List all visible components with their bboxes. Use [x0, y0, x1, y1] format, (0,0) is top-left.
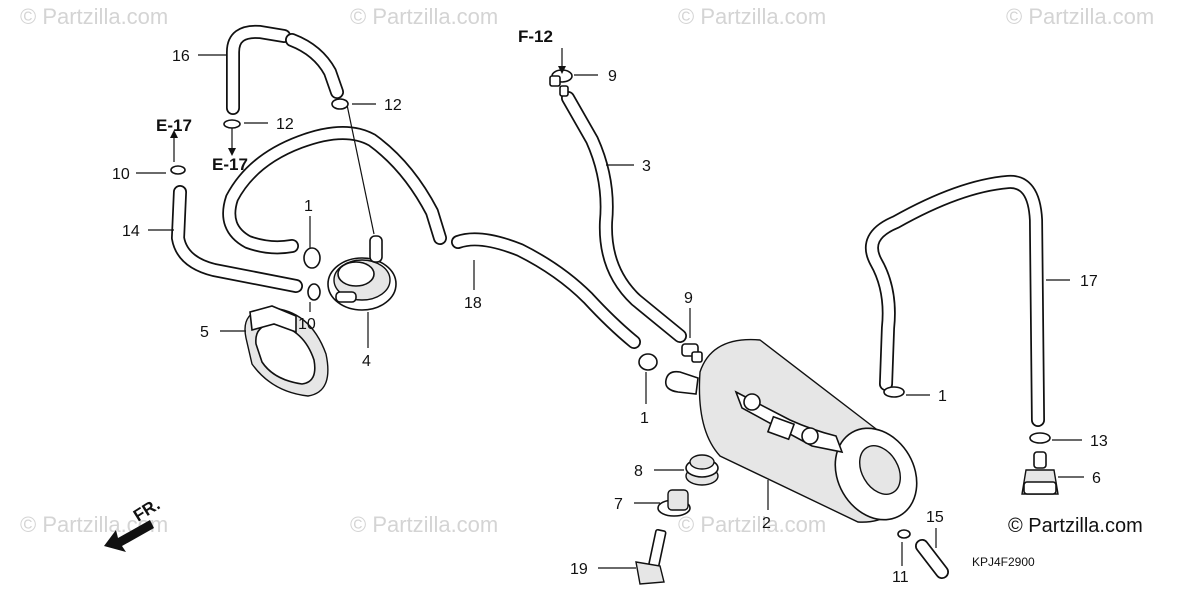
callout-9: 9: [684, 290, 693, 307]
callout-9: 9: [608, 68, 617, 85]
reference-e17: E-17: [212, 155, 248, 174]
fitting-6: [1021, 451, 1059, 495]
hose-3: [561, 91, 687, 343]
clips: [170, 98, 1051, 539]
hose-18: [222, 125, 641, 349]
bracket-5: [244, 305, 329, 397]
callout-6: 6: [1092, 470, 1101, 487]
watermark-text: © Partzilla.com: [678, 4, 826, 29]
hose-17: [865, 174, 1045, 427]
grommet-8: [685, 454, 719, 486]
callout-17: 17: [1080, 273, 1098, 290]
callout-18: 18: [464, 295, 482, 312]
callout-1: 1: [304, 198, 313, 215]
watermark-text: © Partzilla.com: [678, 512, 826, 537]
callout-7: 7: [614, 496, 623, 513]
watermark-text: © Partzilla.com: [350, 512, 498, 537]
diagram-code: KPJ4F2900: [972, 555, 1035, 569]
callout-14: 14: [122, 223, 140, 240]
callouts: 16 12 12 10 14 1 10 5 4 18 9 3 9 1 8 7 1…: [112, 48, 1108, 586]
canister-2: [664, 338, 918, 523]
leader-lines: [136, 54, 1084, 569]
callout-4: 4: [362, 353, 371, 370]
callout-19: 19: [570, 561, 588, 578]
callout-12: 12: [384, 97, 402, 114]
hose-14: [171, 185, 303, 293]
reference-e17: E-17: [156, 116, 192, 135]
reference-f12: F-12: [518, 27, 553, 46]
callout-2: 2: [762, 515, 771, 532]
bolt-19: [635, 528, 667, 585]
clamp-9: [549, 69, 573, 97]
copyright-text: © Partzilla.com: [1008, 515, 1143, 537]
hose-16: [226, 24, 344, 115]
reference-arrows: [170, 48, 566, 162]
callout-3: 3: [642, 158, 651, 175]
callout-15: 15: [926, 509, 944, 526]
callout-12: 12: [276, 116, 294, 133]
collar-7: [657, 489, 691, 517]
watermark-text: © Partzilla.com: [20, 4, 168, 29]
callout-10: 10: [298, 316, 316, 333]
valve-4: [327, 99, 397, 311]
watermark-text: © Partzilla.com: [1006, 4, 1154, 29]
callout-1: 1: [938, 388, 947, 405]
callout-10: 10: [112, 166, 130, 183]
callout-5: 5: [200, 324, 209, 341]
watermark-text: © Partzilla.com: [350, 4, 498, 29]
reference-labels: E-17 E-17 F-12: [156, 27, 553, 174]
callout-11: 11: [892, 569, 909, 586]
callout-16: 16: [172, 48, 190, 65]
callout-13: 13: [1090, 433, 1108, 450]
watermarks: © Partzilla.com © Partzilla.com © Partzi…: [20, 4, 1154, 537]
callout-8: 8: [634, 463, 643, 480]
hose-15: [915, 539, 949, 579]
callout-1: 1: [640, 410, 649, 427]
